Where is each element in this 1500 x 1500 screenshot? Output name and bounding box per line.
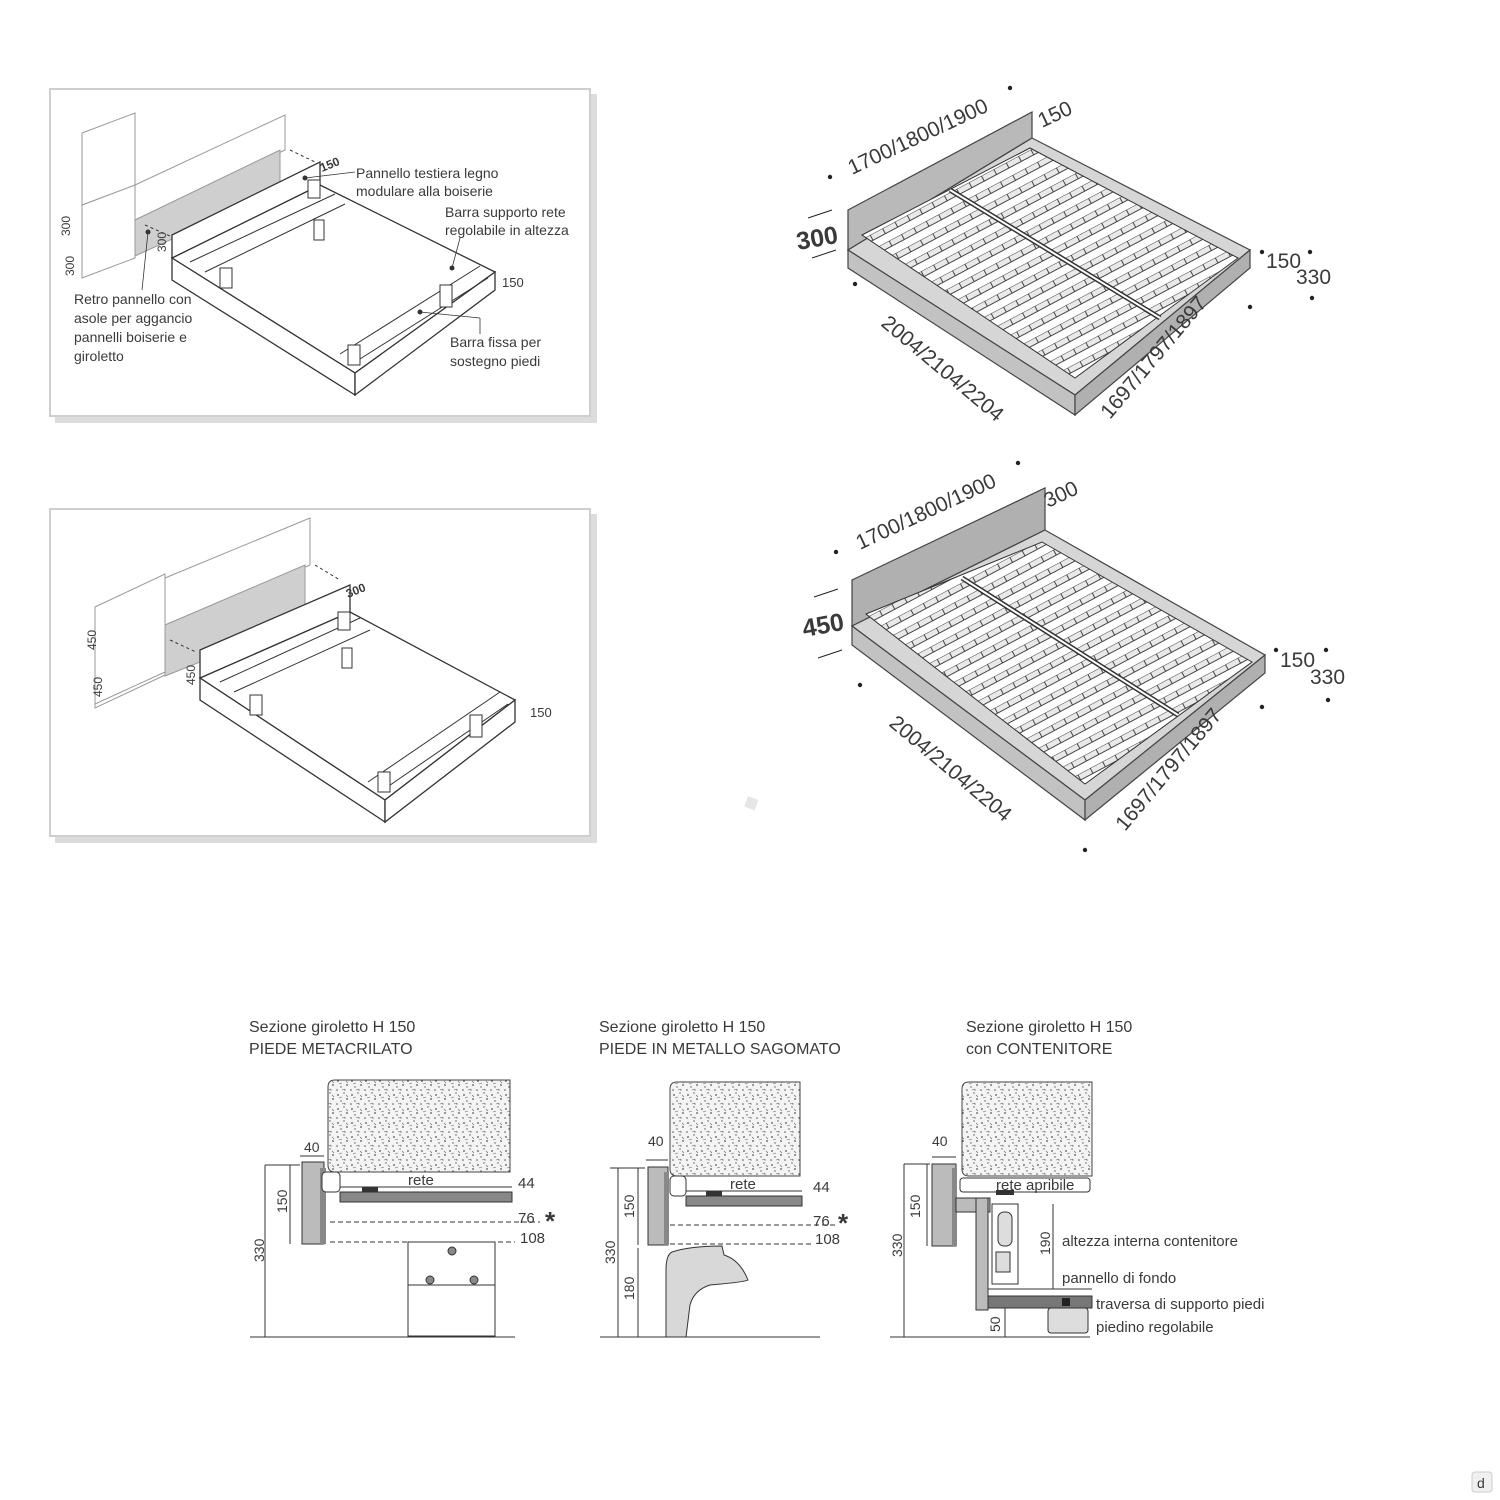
section2-h180: 180 — [621, 1276, 637, 1300]
panel1-dim-top: 150 — [318, 154, 342, 175]
callout-rear-panel-line3: pannelli boiserie e — [74, 329, 187, 345]
section3-note-crossbar: traversa di supporto piedi — [1096, 1296, 1264, 1313]
section2-h330: 330 — [602, 1240, 618, 1264]
section3-h150: 150 — [907, 1194, 923, 1218]
section1-drawing — [250, 1079, 540, 1338]
exploded-view-1 — [81, 112, 497, 397]
corner-badge — [1471, 1471, 1493, 1493]
section2-width: 40 — [648, 1133, 664, 1149]
panel2-dim-side: 150 — [530, 705, 552, 720]
bed2-head-depth: 300 — [1040, 477, 1081, 513]
callout-fixed-bar-line2: sostegno piedi — [450, 353, 540, 369]
section1-h330: 330 — [251, 1238, 267, 1262]
corner-badge-letter: d — [1477, 1475, 1485, 1491]
panel1-dim-side: 150 — [502, 275, 524, 290]
section1-d108: 108 — [520, 1230, 545, 1247]
section2-title: Sezione giroletto H 150 — [599, 1019, 765, 1036]
callout-headboard-line2: modulare alla boiserie — [356, 183, 493, 199]
bed1-frame-h: 150 — [1266, 250, 1301, 273]
section2-d76: 76 — [813, 1213, 830, 1230]
panel1-dim-frame: 300 — [155, 232, 169, 252]
callout-rear-panel-line2: asole per aggancio — [74, 310, 193, 326]
callout-rear-panel-line4: giroletto — [74, 348, 124, 364]
bed1-dim-dots — [807, 85, 1315, 310]
callout-adjustable-bar-line2: regolabile in altezza — [445, 222, 569, 238]
section1-subtitle: PIEDE METACRILATO — [249, 1041, 413, 1058]
section2-h150: 150 — [621, 1194, 637, 1218]
bed-render-1 — [846, 111, 1252, 417]
section2-rete: rete — [730, 1176, 756, 1193]
bed2-head-height: 450 — [800, 608, 846, 643]
callout-headboard-line1: Pannello testiera legno — [356, 165, 499, 181]
bed1-head-depth: 150 — [1034, 97, 1075, 133]
section1-d76: 76 — [518, 1210, 535, 1227]
section2-drawing — [600, 1081, 838, 1338]
section3-title: Sezione giroletto H 150 — [966, 1019, 1132, 1036]
section1-star: * — [545, 1206, 556, 1236]
bed2-total-h: 330 — [1310, 666, 1345, 689]
section3-note-adjustable-foot: piedino regolabile — [1096, 1319, 1214, 1336]
panel2-dim-h2: 450 — [91, 677, 105, 697]
section3-note-internal-height: altezza interna contenitore — [1062, 1233, 1238, 1250]
section2-d44: 44 — [813, 1179, 830, 1196]
panel2-dim-h1: 450 — [85, 630, 99, 650]
section1-width: 40 — [304, 1139, 320, 1155]
exploded-view-2 — [94, 517, 517, 824]
section3-h190: 190 — [1037, 1231, 1053, 1255]
watermark-mark — [744, 796, 759, 811]
bed2-frame-h: 150 — [1280, 649, 1315, 672]
bed-render-2 — [850, 487, 1267, 822]
section3-rete: rete apribile — [996, 1177, 1074, 1194]
section1-title: Sezione giroletto H 150 — [249, 1019, 415, 1036]
bed2-dim-dots — [813, 460, 1331, 853]
section3-width: 40 — [932, 1133, 948, 1149]
section3-drawing — [890, 1081, 1093, 1338]
section1-h150: 150 — [274, 1189, 290, 1213]
section2-star: * — [838, 1208, 849, 1238]
panel2-dim-frame: 450 — [184, 665, 198, 685]
panel1-dim-h2: 300 — [63, 256, 77, 276]
section2-d108: 108 — [815, 1231, 840, 1248]
panel2-dim-top: 300 — [344, 580, 368, 601]
section1-d44: 44 — [518, 1175, 535, 1192]
section2-subtitle: PIEDE IN METALLO SAGOMATO — [599, 1041, 841, 1058]
panel1-dim-h1: 300 — [59, 216, 73, 236]
section3-h330: 330 — [889, 1233, 905, 1257]
section3-h50: 50 — [987, 1316, 1003, 1332]
callout-rear-panel-line1: Retro pannello con — [74, 291, 192, 307]
section3-subtitle: con CONTENITORE — [966, 1041, 1112, 1058]
bed1-total-h: 330 — [1296, 266, 1331, 289]
section1-rete: rete — [408, 1172, 434, 1189]
callout-fixed-bar-line1: Barra fissa per — [450, 334, 541, 350]
section3-note-bottom-panel: pannello di fondo — [1062, 1270, 1176, 1287]
callout-adjustable-bar-line1: Barra supporto rete — [445, 204, 566, 220]
